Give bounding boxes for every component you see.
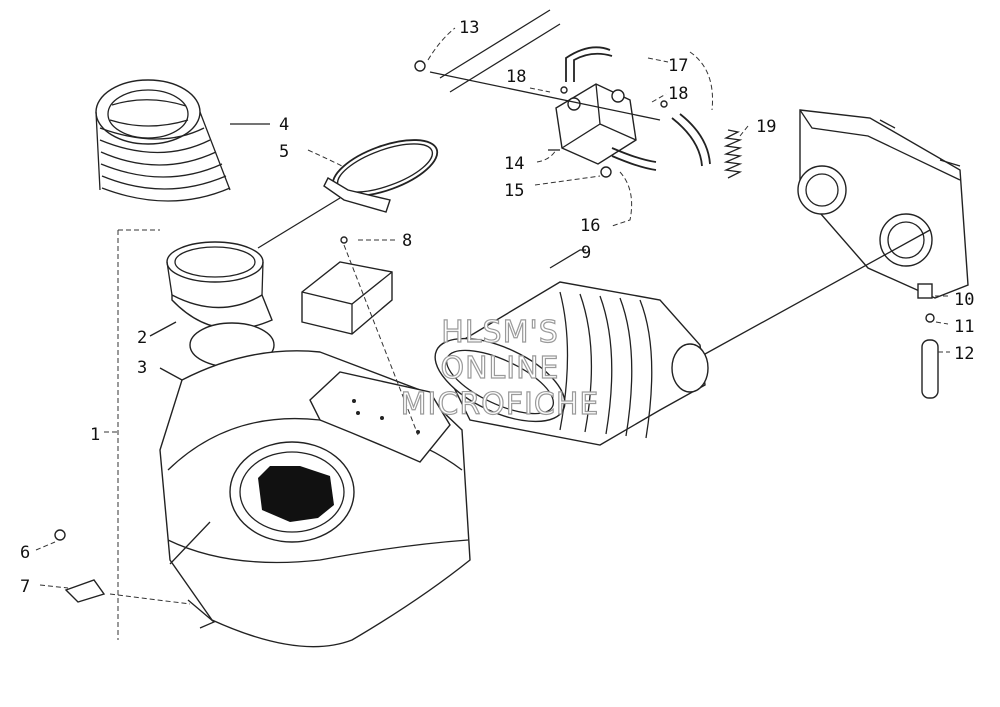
mounting-bracket <box>414 9 668 178</box>
part-label-3: 3 <box>137 358 147 378</box>
drain-tube <box>921 313 939 399</box>
part-label-13: 13 <box>459 18 479 38</box>
clamp <box>323 139 439 213</box>
foam-block <box>301 236 393 335</box>
part-label-2: 2 <box>137 328 147 348</box>
part-label-8: 8 <box>402 231 412 251</box>
part-label-5: 5 <box>279 142 289 162</box>
part-label-12: 12 <box>954 344 974 364</box>
carburetor <box>797 109 969 299</box>
part-label-18-right: 18 <box>668 84 688 104</box>
part-label-11: 11 <box>954 317 974 337</box>
part-labels: 1 2 3 4 5 6 7 8 9 10 11 12 13 14 15 16 1… <box>20 18 974 597</box>
part-label-7: 7 <box>20 577 30 597</box>
part-label-19: 19 <box>756 117 776 137</box>
part-label-17: 17 <box>668 56 688 76</box>
adapter-ring <box>166 241 275 368</box>
part-label-14: 14 <box>504 154 524 174</box>
part-label-1: 1 <box>90 425 100 445</box>
part-label-4: 4 <box>279 115 289 135</box>
part-label-18-left: 18 <box>506 67 526 87</box>
clip-and-bracket <box>54 529 106 603</box>
part-label-16: 16 <box>580 216 600 236</box>
bellows-boot <box>95 79 231 202</box>
spring <box>723 129 743 179</box>
part-label-15: 15 <box>504 181 524 201</box>
watermark: HLSM'S ONLINE MICROFICHE <box>400 314 600 422</box>
watermark-line-2: ONLINE <box>440 351 559 386</box>
fuel-pump <box>548 83 637 165</box>
airbox <box>159 350 471 648</box>
leader-lines <box>35 27 950 640</box>
part-label-6: 6 <box>20 543 30 563</box>
watermark-line-1: HLSM'S <box>441 315 559 350</box>
intake-duct <box>434 281 709 446</box>
part-label-10: 10 <box>954 290 974 310</box>
fuel-hoses <box>565 46 711 171</box>
part-label-9: 9 <box>581 243 591 263</box>
watermark-line-3: MICROFICHE <box>401 387 600 422</box>
